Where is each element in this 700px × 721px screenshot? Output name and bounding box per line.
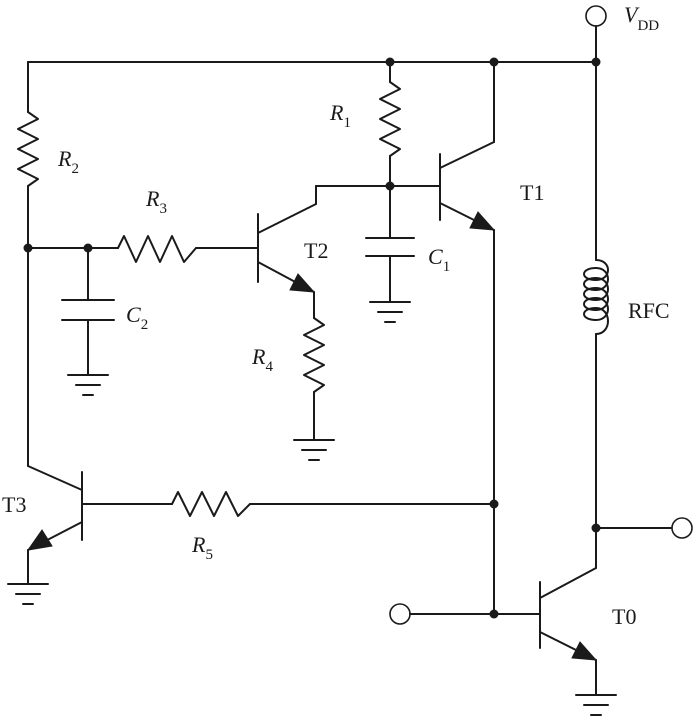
output-terminal <box>671 517 693 539</box>
r1-label: R1 <box>329 100 351 131</box>
c2-label-main: C <box>126 302 141 327</box>
c2-label-sub: 2 <box>141 317 149 333</box>
t1-label: T1 <box>520 180 544 205</box>
r2-label-main: R <box>57 146 72 171</box>
c1-label-main: C <box>428 244 443 269</box>
r5-resistor <box>171 491 251 517</box>
junction-dots <box>23 57 601 619</box>
rfc-inductor-icon <box>583 259 609 335</box>
t1-collector <box>439 141 495 169</box>
c2-ground-icon <box>67 374 109 396</box>
r1-resistor <box>379 81 401 157</box>
r1-label-sub: 1 <box>343 115 351 131</box>
c2-label: C2 <box>126 302 148 333</box>
t3-emitter-arrow-icon <box>26 529 53 551</box>
t2-label: T2 <box>304 238 328 263</box>
vdd-label: VDD <box>624 2 659 34</box>
t3-ground-icon <box>7 583 49 605</box>
c1-ground-icon <box>369 301 411 323</box>
t0-collector <box>539 567 597 599</box>
rfc-label: RFC <box>628 298 670 323</box>
r2-resistor <box>17 111 39 187</box>
t2-emitter-arrow-icon <box>289 273 316 293</box>
input-terminal <box>389 603 411 625</box>
r5-label-sub: 5 <box>205 547 213 563</box>
r4-label-main: R <box>251 344 266 369</box>
r5-label: R5 <box>191 532 213 563</box>
vdd-terminal <box>585 5 607 27</box>
r2-label-sub: 2 <box>71 161 79 177</box>
r1-label-main: R <box>329 100 344 125</box>
r3-label-main: R <box>145 186 160 211</box>
r5-label-main: R <box>191 532 206 557</box>
t3-collector <box>27 465 83 491</box>
t2-collector <box>257 203 317 234</box>
t3-label: T3 <box>2 492 26 517</box>
t0-emitter-arrow-icon <box>571 641 598 661</box>
r4-resistor <box>303 317 325 393</box>
r3-resistor <box>117 235 197 263</box>
r2-label: R2 <box>57 146 79 177</box>
vdd-label-main: V <box>624 2 640 27</box>
r3-label: R3 <box>145 186 167 217</box>
t0-ground-icon <box>575 694 617 716</box>
t1-emitter-arrow-icon <box>469 211 496 231</box>
c1-label-sub: 1 <box>443 259 451 275</box>
r4-ground-icon <box>293 439 335 461</box>
r3-label-sub: 3 <box>159 201 167 217</box>
c1-label: C1 <box>428 244 450 275</box>
r4-label: R4 <box>251 344 273 375</box>
r4-label-sub: 4 <box>265 359 273 375</box>
t0-label: T0 <box>612 604 636 629</box>
vdd-label-sub: DD <box>637 18 659 34</box>
